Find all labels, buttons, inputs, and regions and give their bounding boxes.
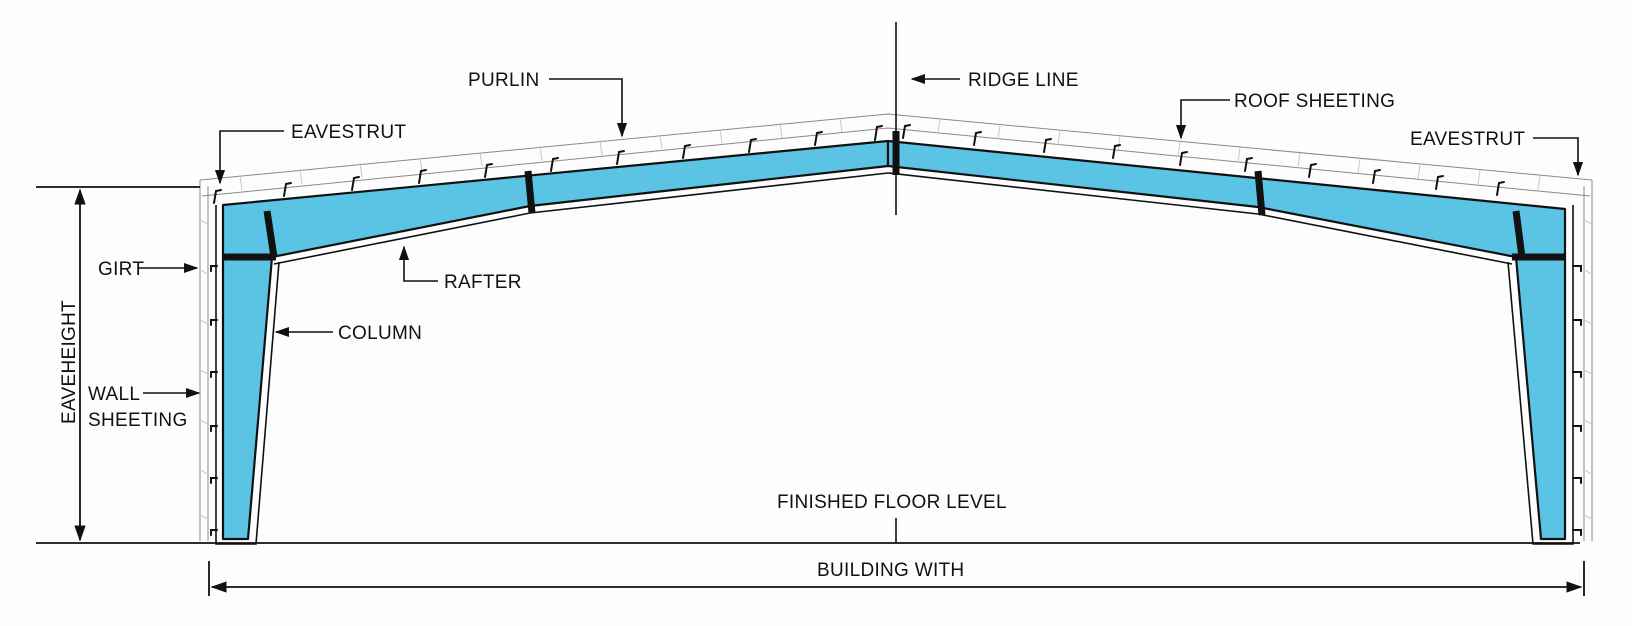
floor-line <box>36 518 1580 544</box>
finished-floor-level-label: FINISHED FLOOR LEVEL <box>777 492 1007 513</box>
building-width-dimension <box>208 561 1585 596</box>
leaders <box>139 73 1584 399</box>
wall-sheeting-label-line1: WALL <box>88 384 140 405</box>
roof-sheeting-hatch <box>239 117 1541 191</box>
building-width-label: BUILDING WITH <box>817 560 964 581</box>
purlin-label: PURLIN <box>468 70 539 91</box>
column-label: COLUMN <box>338 323 422 344</box>
eavestrut-left-label: EAVESTRUT <box>291 122 406 143</box>
right-rafter <box>886 139 1567 265</box>
purlins <box>213 124 1505 204</box>
wall-sheeting-left-envelope <box>199 180 209 541</box>
roof-sheeting <box>199 113 1593 197</box>
girt-label: GIRT <box>98 259 144 280</box>
girts <box>210 265 1582 536</box>
wall-sheeting-right-envelope <box>1583 180 1593 541</box>
wall-sheeting-label-line2: SHEETING <box>88 410 188 431</box>
labels: PURLIN RIDGE LINE ROOF SHEETING EAVESTRU… <box>59 70 1525 581</box>
ridge-line-label: RIDGE LINE <box>968 70 1079 91</box>
eave-height-label: EAVEHEIGHT <box>59 300 80 424</box>
roof-sheeting-label: ROOF SHEETING <box>1234 91 1395 112</box>
eave-height-dimension <box>36 186 200 542</box>
rafter-label: RAFTER <box>444 272 522 293</box>
eavestrut-right-label: EAVESTRUT <box>1410 129 1525 150</box>
